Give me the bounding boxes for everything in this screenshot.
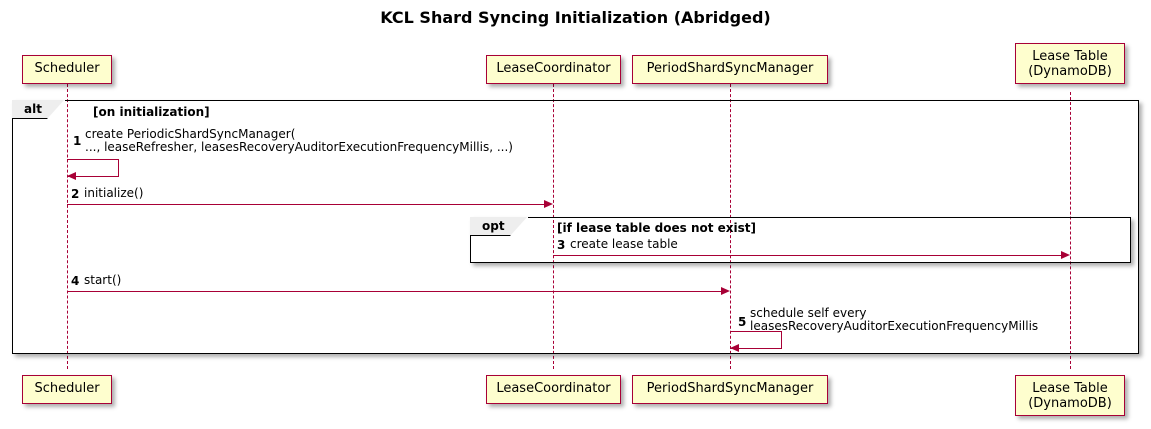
participant-scheduler-bottom[interactable]: Scheduler [22, 375, 112, 404]
lifeline-period-shard-sync-manager [730, 84, 731, 369]
participant-lease-table-top[interactable]: Lease Table (DynamoDB) [1015, 43, 1125, 84]
participant-period-shard-sync-manager-bottom[interactable]: PeriodShardSyncManager [632, 375, 828, 404]
opt-frame-operator-tab: opt [470, 216, 528, 236]
message-5-self-loop [730, 331, 782, 349]
participant-period-shard-sync-manager-top[interactable]: PeriodShardSyncManager [632, 55, 828, 84]
lifeline-lease-coordinator [553, 84, 554, 369]
message-1-text: create PeriodicShardSyncManager( ..., le… [85, 127, 513, 154]
message-4-number: 4 [71, 274, 80, 288]
opt-frame [470, 217, 1131, 263]
alt-frame-guard: [on initialization] [93, 105, 210, 119]
lifeline-lease-table [1070, 92, 1071, 369]
message-3-arrowhead [1061, 250, 1070, 259]
message-2-arrowhead [544, 199, 553, 208]
participant-lease-coordinator-bottom[interactable]: LeaseCoordinator [486, 375, 621, 404]
alt-frame-operator-tab: alt [12, 99, 65, 119]
message-1-arrowhead [67, 172, 76, 180]
message-4-text: start() [84, 273, 122, 287]
message-2-text: initialize() [84, 186, 144, 200]
message-3-text: create lease table [570, 237, 678, 251]
message-2-line [67, 204, 545, 205]
participant-lease-table-bottom[interactable]: Lease Table (DynamoDB) [1015, 375, 1125, 416]
message-5-arrowhead [730, 344, 739, 352]
participant-lease-coordinator-top[interactable]: LeaseCoordinator [486, 55, 621, 84]
opt-frame-guard: [if lease table does not exist] [557, 221, 757, 235]
message-5-text: schedule self every leasesRecoveryAudito… [750, 306, 1039, 333]
message-4-line [67, 291, 722, 292]
message-1-number: 1 [73, 134, 82, 148]
message-1-self-loop [67, 159, 119, 177]
alt-frame [12, 100, 1139, 354]
message-3-number: 3 [557, 238, 566, 252]
participant-scheduler-top[interactable]: Scheduler [22, 55, 112, 84]
message-2-number: 2 [71, 187, 80, 201]
message-5-number: 5 [738, 315, 747, 329]
diagram-title: KCL Shard Syncing Initialization (Abridg… [380, 8, 771, 27]
message-3-line [553, 255, 1062, 256]
message-4-arrowhead [721, 286, 730, 295]
lifeline-scheduler [67, 84, 68, 369]
